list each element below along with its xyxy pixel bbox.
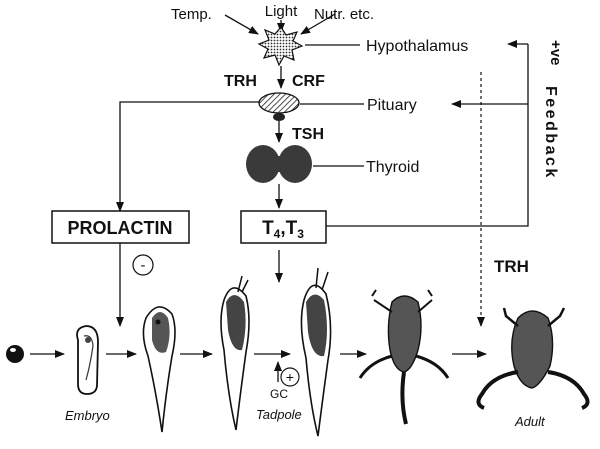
light-label: Light: [265, 3, 298, 20]
temp-arrow: [224, 14, 259, 35]
minus-circle: [132, 254, 154, 276]
metamorphic-froglet-stage: [358, 289, 450, 425]
prolactin-box: [51, 210, 190, 244]
tadpole-limb-bud-stage: [220, 275, 250, 431]
embryo-stage-label: Embryo: [65, 408, 110, 423]
nutrition-label: Nutr. etc.: [314, 6, 374, 23]
plus-circle: [280, 367, 300, 387]
gc-label: GC: [270, 387, 288, 401]
nutrition-arrow: [300, 13, 336, 35]
feedback-word-label: Feedback: [542, 86, 559, 180]
adult-frog-stage: [476, 307, 590, 410]
pituitary-to-prolactin-line: [116, 101, 259, 212]
tsh-hormone-label: TSH: [292, 126, 324, 143]
hypothalamus-shape: [257, 25, 304, 67]
crf-hormone-label: CRF: [292, 73, 325, 90]
feedback-loop-line: [326, 44, 529, 227]
climax-tadpole-stage: [300, 267, 332, 437]
hypothalamus-label: Hypothalamus: [366, 38, 468, 55]
temp-label: Temp.: [171, 6, 212, 23]
tadpole-stage-label: Tadpole: [256, 407, 302, 422]
t3-subscript: 3: [297, 227, 304, 241]
prolactin-label: PROLACTIN: [68, 218, 173, 238]
egg-stage: [6, 345, 24, 363]
pituitary-shape: [258, 92, 300, 114]
adult-stage-label: Adult: [514, 414, 546, 429]
minus-sign: -: [141, 257, 146, 274]
early-tadpole-stage: [142, 306, 176, 433]
plus-sign: +: [286, 369, 294, 385]
pituitary-label: Pituary: [367, 97, 417, 114]
thyroid-label: Thyroid: [366, 159, 419, 176]
feedback-sign-label: +ve: [547, 40, 564, 65]
t4-subscript: 4: [274, 227, 281, 241]
t3-separator: ,T: [280, 218, 297, 239]
thyroid-shape: [246, 145, 312, 183]
trh-right-label: TRH: [494, 257, 529, 276]
embryo-stage: [76, 325, 99, 395]
pituitary-lobe: [273, 113, 285, 121]
t4-letter: T: [262, 218, 274, 239]
trh-hormone-label: TRH: [224, 73, 257, 90]
t4-t3-box: [240, 210, 327, 244]
t4-t3-label: T4,T3: [262, 218, 304, 241]
